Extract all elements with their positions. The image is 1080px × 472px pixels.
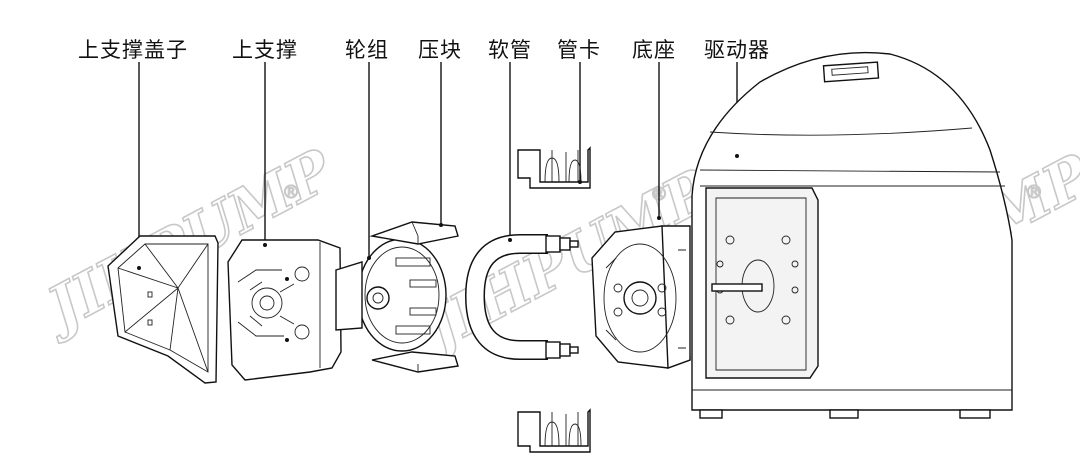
label-driver: 驱动器 xyxy=(704,38,770,62)
part-upper-support-cover xyxy=(107,235,219,384)
label-base: 底座 xyxy=(632,38,676,62)
label-upper-support-cover: 上支撑盖子 xyxy=(78,38,188,62)
part-tubing xyxy=(464,234,579,360)
part-tube-clamp-top xyxy=(517,146,591,189)
part-tube-clamp-bottom xyxy=(517,408,591,453)
label-tubing: 软管 xyxy=(488,38,532,62)
part-driver xyxy=(691,51,1013,419)
watermark-registered-1: ® xyxy=(282,182,300,203)
label-pressure-block: 压块 xyxy=(418,38,462,62)
label-roller-set: 轮组 xyxy=(345,38,389,62)
part-pressure-block xyxy=(369,221,459,373)
label-upper-support: 上支撑 xyxy=(232,38,298,62)
part-upper-support xyxy=(227,239,342,381)
part-roller-set xyxy=(335,238,447,352)
part-base xyxy=(591,216,691,369)
watermark-registered-3: ® xyxy=(1025,182,1043,203)
label-tube-clamp: 管卡 xyxy=(557,38,601,62)
